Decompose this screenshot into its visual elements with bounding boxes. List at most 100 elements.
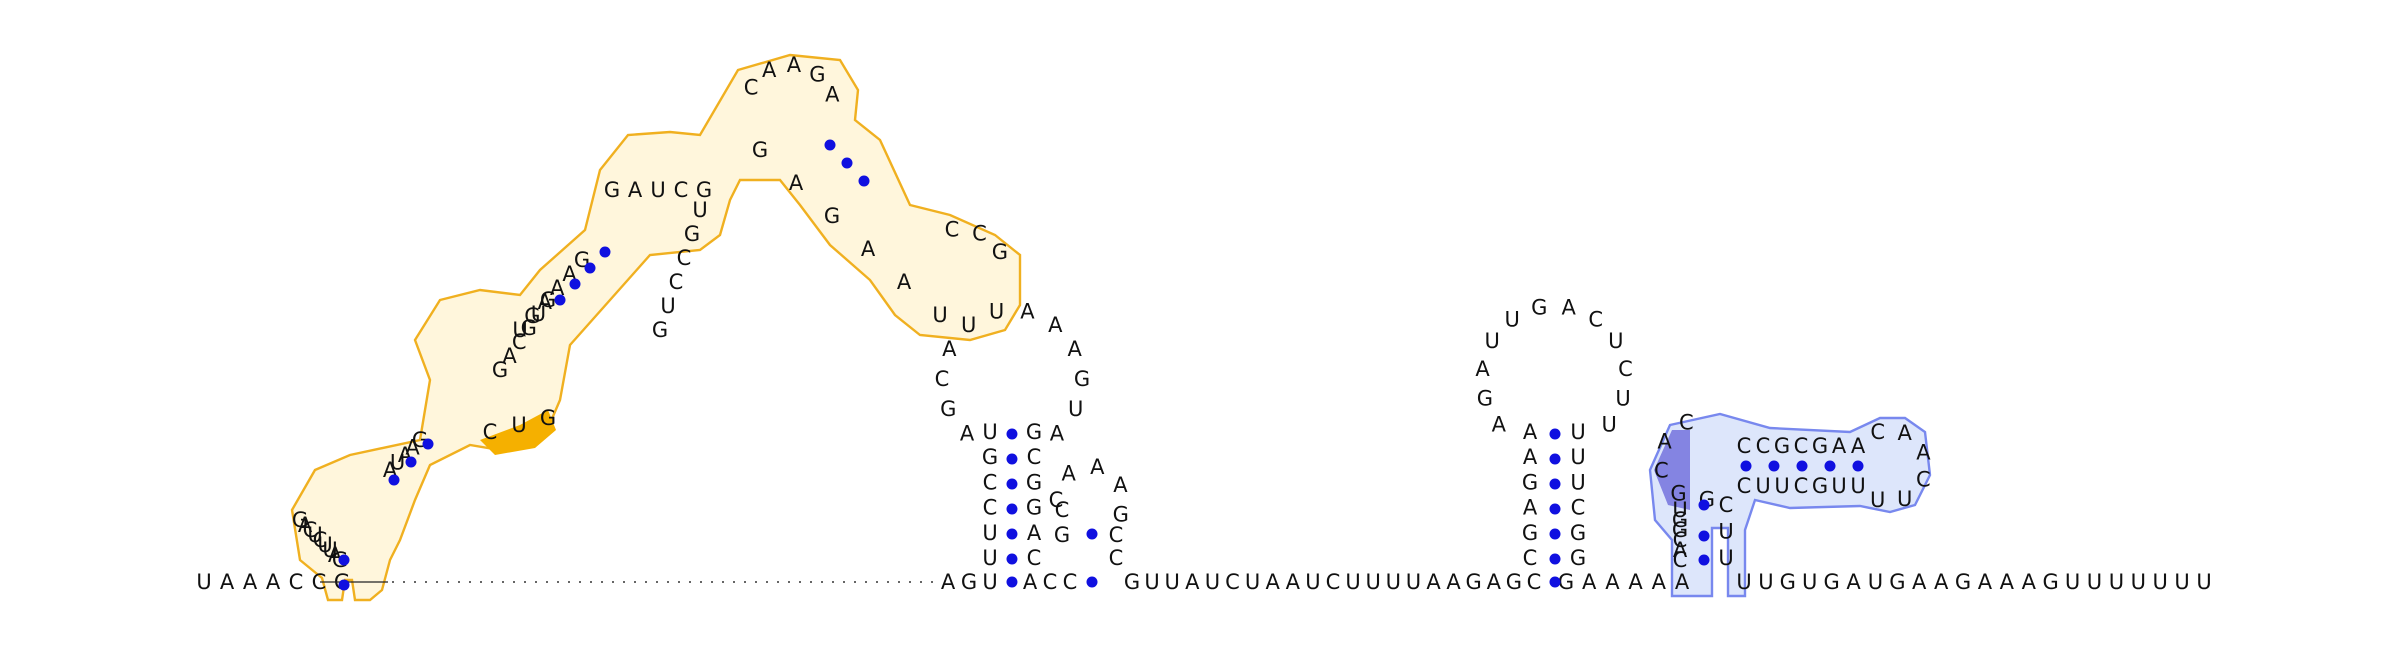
nucleotide-layer: UAAACCGAGUACCGUUAUCUAAUCUUUUAAGAGCGAAAAA… [196,53,2211,594]
bottom-tail-nucleotide: G [1124,570,1140,594]
bottom-tail-nucleotide: U [1366,570,1381,594]
three-prime-nucleotide: A [1912,570,1927,594]
pk-nucleotide: C [1794,474,1809,498]
orange-nucleotide: G [492,358,508,382]
bottom-tail-nucleotide: U [1245,570,1260,594]
basepair-dot [1549,453,1561,465]
basepair-dot [1006,528,1018,540]
loop-nucleotide: A [1113,473,1128,497]
loop-nucleotide: A [762,58,777,82]
pk-nucleotide: U [1850,474,1865,498]
loop-nucleotide: G [1670,482,1686,506]
three-prime-nucleotide: U [2196,570,2211,594]
orange-nucleotide: G [684,222,700,246]
loop-nucleotide: C [1916,467,1931,491]
orange-nucleotide: A [502,344,517,368]
highlight-nucleotide: U [511,413,526,437]
pk-nucleotide: U [1774,474,1789,498]
loop-nucleotide: C [945,218,960,242]
bottom-nucleotide: A [1023,570,1038,594]
orange-nucleotide: G [752,138,768,162]
stem-nucleotide: C [1523,546,1538,570]
stem-nucleotide: A [1523,420,1538,444]
orange-nucleotide: C [313,528,328,552]
three-prime-nucleotide: G [1823,570,1839,594]
basepair-dot [1006,428,1018,440]
stem-nucleotide: U [1570,420,1585,444]
basepair-dot [1768,460,1780,472]
basepair-dot [569,278,581,290]
loop-nucleotide: A [787,53,802,77]
orange-nucleotide: G [652,318,668,342]
three-prime-nucleotide: U [2153,570,2168,594]
pk-nucleotide: U [1672,498,1687,522]
five-prime-nucleotide: U [196,570,211,594]
stem-nucleotide: G [1522,470,1538,494]
loop-nucleotide: A [1492,412,1507,436]
basepair-dot [1549,503,1561,515]
bottom-nucleotide: A [941,570,956,594]
basepair-dot [1698,530,1710,542]
basepair-dot [1852,460,1864,472]
pk-nucleotide: A [1832,434,1847,458]
pk-nucleotide: U [1718,546,1733,570]
loop-nucleotide: C [1654,458,1669,482]
loop-nucleotide: U [1608,329,1623,353]
bottom-nucleotide: C [1063,570,1078,594]
stem-nucleotide: C [983,496,998,520]
loop-nucleotide: G [1074,367,1090,391]
spacer-nucleotide: A [1628,570,1643,594]
loop-nucleotide: U [1505,307,1520,331]
basepair-dot [338,579,350,591]
three-prime-nucleotide: U [2087,570,2102,594]
loop-nucleotide: U [1068,397,1083,421]
bottom-nucleotide: G [961,570,977,594]
loop-nucleotide: U [1897,487,1912,511]
pk-nucleotide: A [1851,434,1866,458]
orange-nucleotide: A [897,270,912,294]
loop-nucleotide: G [1113,502,1129,526]
orange-nucleotide: U [660,294,675,318]
loop-nucleotide: C [935,367,950,391]
basepair-dot [1006,453,1018,465]
loop-nucleotide: C [1618,357,1633,381]
three-prime-nucleotide: G [1780,570,1796,594]
orange-nucleotide: G [524,304,540,328]
three-prime-nucleotide: U [1736,570,1751,594]
three-prime-nucleotide: A [2022,570,2037,594]
basepair-dot [388,474,400,486]
stem-nucleotide: G [1026,496,1042,520]
bottom-tail-nucleotide: U [1345,570,1360,594]
blue-domain-outline [1648,412,1932,598]
basepair-dot [1698,554,1710,566]
loop-nucleotide: G [992,240,1008,264]
loop-nucleotide: A [1475,357,1490,381]
three-prime-nucleotide: U [1802,570,1817,594]
basepair-dot [422,438,434,450]
pk-nucleotide: C [1719,493,1734,517]
loop-nucleotide: A [1916,441,1931,465]
loop-nucleotide: U [989,300,1004,324]
orange-nucleotide: A [550,276,565,300]
basepair-dot [824,139,836,151]
five-prime-nucleotide: A [243,570,258,594]
loop-nucleotide: A [960,422,975,446]
basepair-dot [1796,460,1808,472]
orange-nucleotide: C [669,270,684,294]
basepair-dot [1006,553,1018,565]
bottom-tail-nucleotide: U [1305,570,1320,594]
bottom-tail-nucleotide: C [1326,570,1341,594]
basepair-dot [584,262,596,274]
stem-nucleotide: G [1026,420,1042,444]
orange-nucleotide: G [696,178,712,202]
orange-nucleotide: U [932,303,947,327]
orange-nucleotide: A [628,178,643,202]
pk-nucleotide: G [1812,434,1828,458]
orange-nucleotide: G [824,204,840,228]
five-prime-nucleotide: C [312,570,327,594]
highlight-nucleotide: G [540,406,556,430]
three-prime-nucleotide: U [2174,570,2189,594]
basepair-dot [1086,528,1098,540]
orange-nucleotide: U [390,451,405,475]
